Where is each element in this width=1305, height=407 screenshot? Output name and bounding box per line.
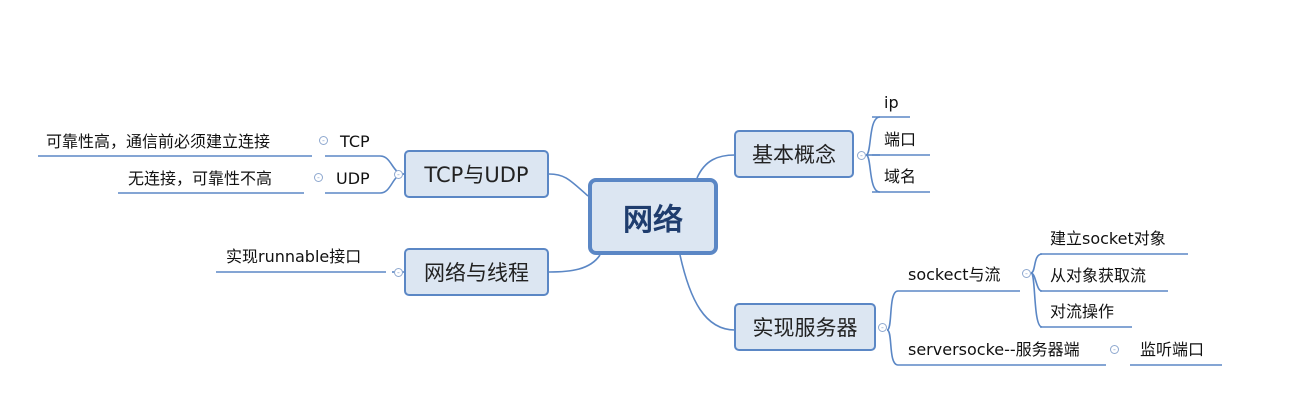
connector-ss-item3 — [1030, 272, 1043, 328]
node-network-thread[interactable]: 网络与线程 — [404, 248, 549, 296]
leaf-tcp[interactable]: TCP — [340, 132, 370, 151]
connector-root-basics — [696, 154, 736, 179]
leaf-udp[interactable]: UDP — [336, 169, 370, 188]
leaf-tcp-detail[interactable]: 可靠性高，通信前必须建立连接 — [46, 132, 271, 151]
connector-root-netthread — [548, 254, 601, 273]
collapse-knob-server[interactable]: - — [878, 323, 887, 332]
connector-basics-ip — [865, 116, 881, 156]
collapse-knob-serversocket[interactable]: - — [1110, 345, 1119, 354]
collapse-knob-udp[interactable]: - — [314, 173, 323, 182]
leaf-domain[interactable]: 域名 — [884, 167, 917, 186]
node-basic-concepts[interactable]: 基本概念 — [734, 130, 854, 178]
leaf-server-socket[interactable]: serversocke--服务器端 — [908, 340, 1080, 359]
node-implement-server[interactable]: 实现服务器 — [734, 303, 876, 351]
connector-root-server — [679, 254, 736, 331]
node-tcp-udp[interactable]: TCP与UDP — [404, 150, 549, 198]
leaf-listen-port[interactable]: 监听端口 — [1140, 340, 1205, 359]
leaf-get-stream[interactable]: 从对象获取流 — [1050, 266, 1147, 285]
collapse-knob-netthread[interactable]: - — [394, 268, 403, 277]
collapse-knob-socketstream[interactable]: - — [1022, 269, 1031, 278]
leaf-udp-detail[interactable]: 无连接，可靠性不高 — [128, 169, 273, 188]
leaf-ip[interactable]: ip — [884, 93, 899, 112]
connector-basics-domain — [865, 154, 881, 193]
connector-root-tcpudp — [548, 173, 589, 197]
connector-server-socketstream — [886, 290, 899, 331]
root-node[interactable]: 网络 — [588, 178, 718, 255]
leaf-socket-stream[interactable]: sockect与流 — [908, 265, 1001, 284]
connector-ss-item1 — [1030, 253, 1043, 274]
leaf-port[interactable]: 端口 — [884, 130, 917, 149]
leaf-create-socket[interactable]: 建立socket对象 — [1050, 229, 1166, 248]
leaf-operate-stream[interactable]: 对流操作 — [1050, 302, 1115, 321]
collapse-knob-tcpudp[interactable]: - — [394, 170, 403, 179]
collapse-knob-tcp[interactable]: - — [319, 136, 328, 145]
leaf-runnable[interactable]: 实现runnable接口 — [226, 247, 362, 266]
connector-server-serversocket — [886, 329, 899, 366]
collapse-knob-basics[interactable]: - — [857, 151, 866, 160]
